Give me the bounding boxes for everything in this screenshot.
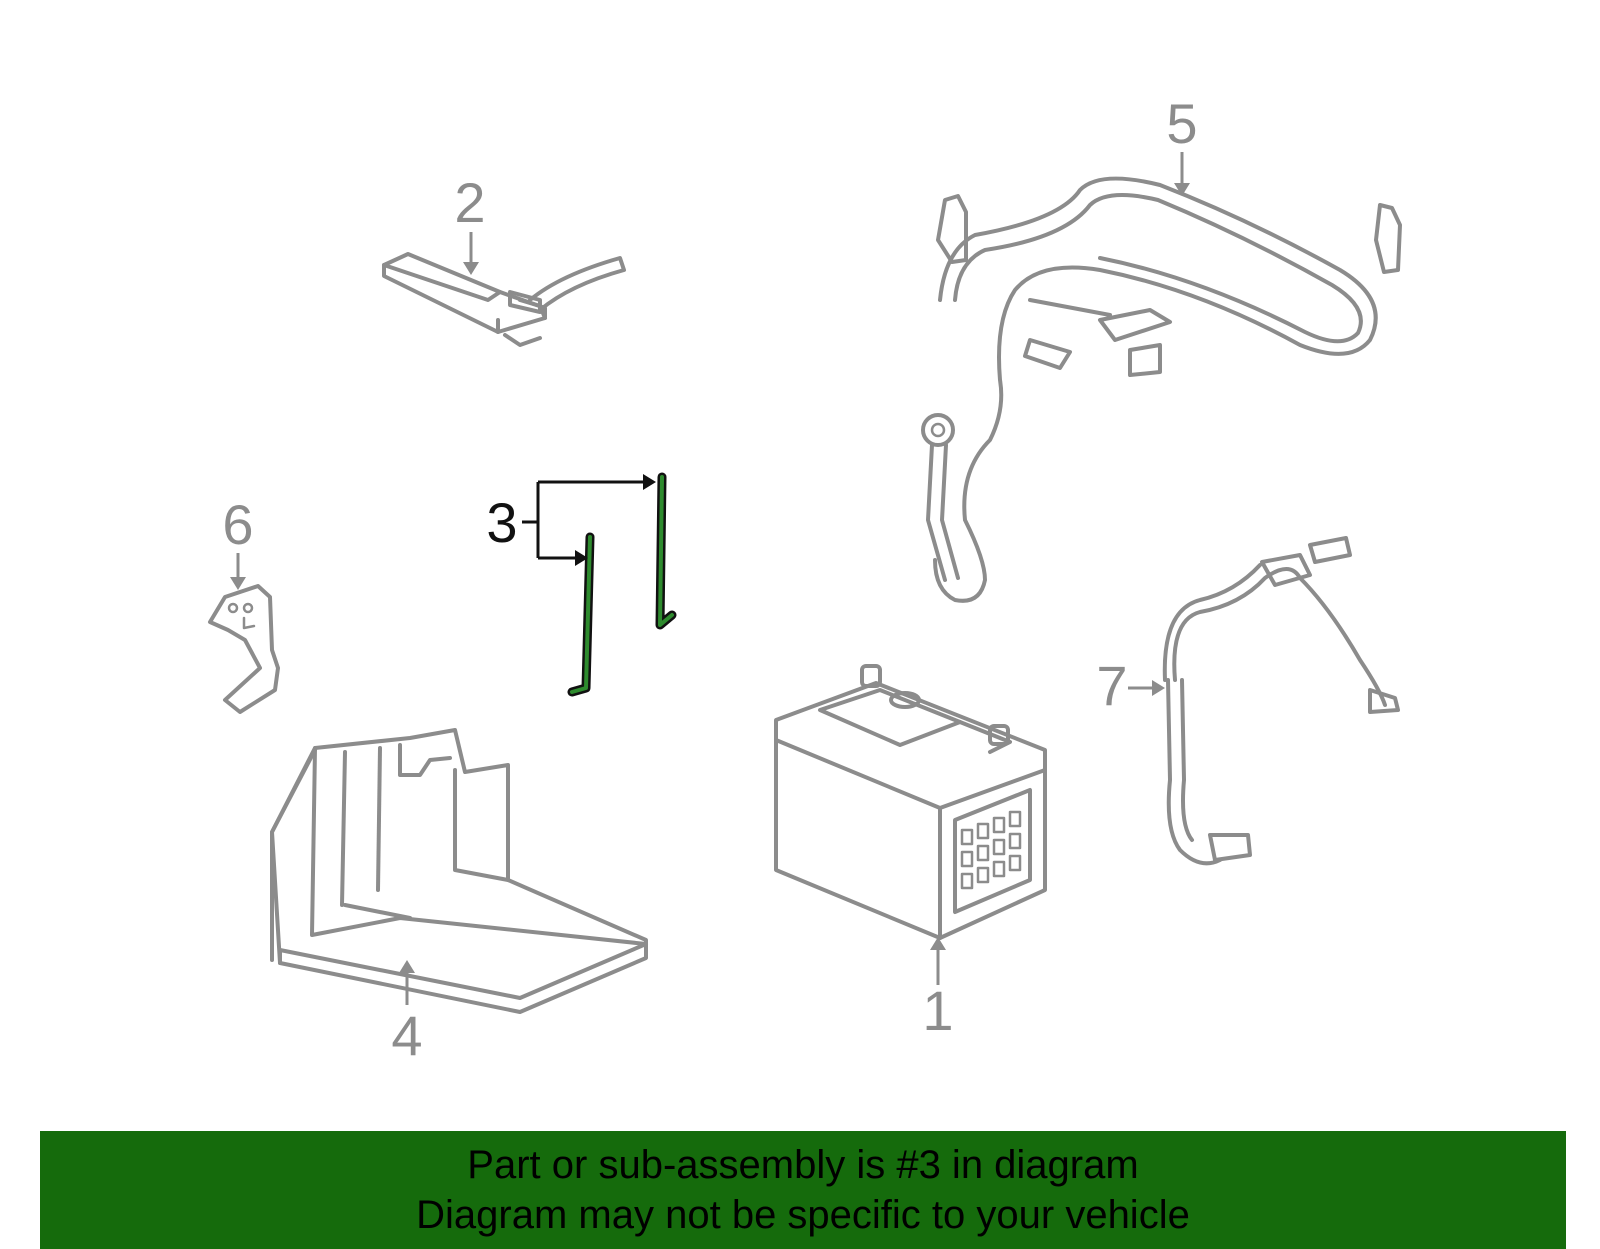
- leader-3: [522, 480, 648, 560]
- part-2-clamp: [382, 252, 626, 347]
- banner-line-2: Diagram may not be specific to your vehi…: [416, 1193, 1190, 1237]
- arrow-6: [230, 577, 246, 590]
- label-4: 4: [391, 1004, 422, 1067]
- part-6-bracket: [208, 584, 280, 714]
- label-2: 2: [454, 171, 485, 234]
- label-3: 3: [486, 491, 517, 554]
- arrow-4: [399, 960, 415, 973]
- label-5: 5: [1166, 92, 1197, 155]
- label-6: 6: [222, 493, 253, 556]
- label-7: 7: [1096, 654, 1127, 717]
- part-5-harness: [921, 176, 1402, 603]
- part-1-battery: [774, 664, 1047, 940]
- label-1: 1: [922, 979, 953, 1042]
- arrow-1: [930, 937, 946, 950]
- part-3-hold-down-rods: [567, 472, 677, 697]
- banner-line-1: Part or sub-assembly is #3 in diagram: [467, 1143, 1139, 1187]
- part-4-tray: [270, 728, 648, 1014]
- arrow-3a: [643, 474, 656, 490]
- arrow-7: [1152, 680, 1165, 696]
- battery-grid: [960, 810, 1022, 890]
- part-7-cable: [1162, 536, 1400, 866]
- info-banner: Part or sub-assembly is #3 in diagram Di…: [40, 1131, 1566, 1249]
- arrow-2: [463, 262, 479, 275]
- arrow-5: [1174, 183, 1190, 196]
- arrow-3b: [575, 550, 588, 566]
